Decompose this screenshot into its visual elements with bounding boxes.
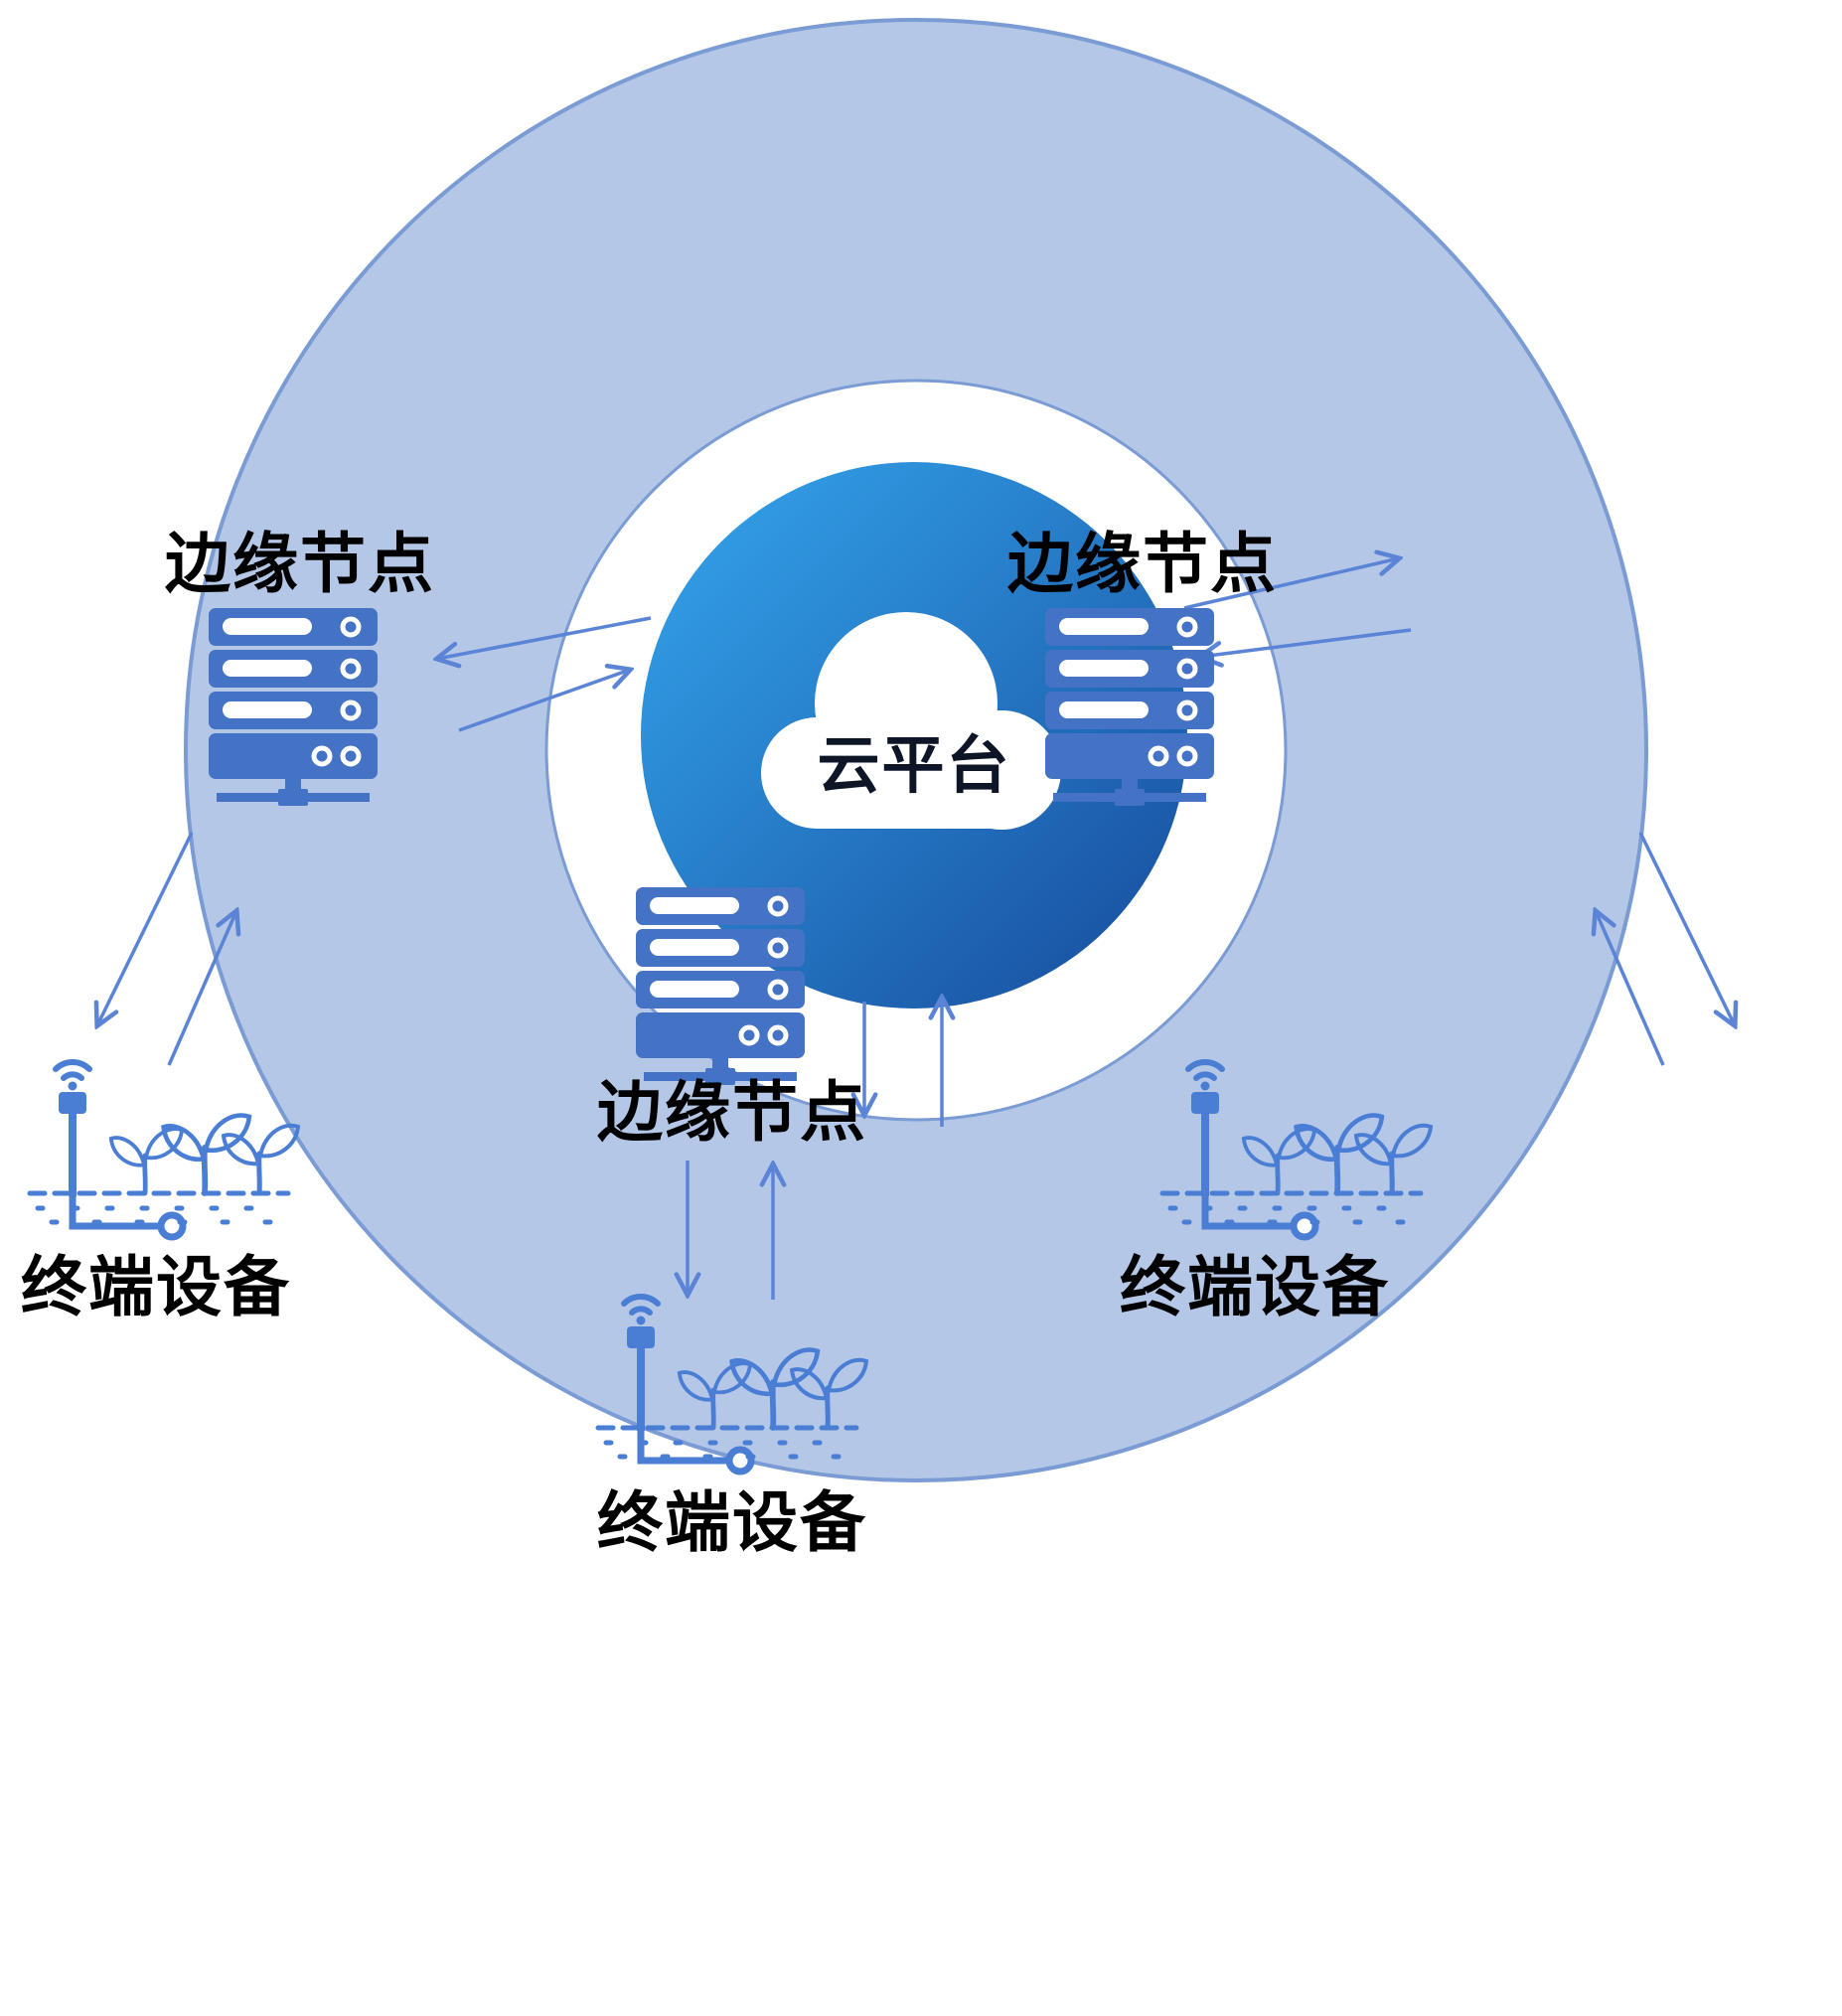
cloud-platform-label: 云平台 — [818, 728, 1011, 802]
terminal-device-label-left: 终端设备 — [21, 1248, 291, 1325]
cloud-icon — [761, 612, 1061, 830]
edge-node-label-left: 边缘节点 — [165, 525, 435, 602]
edge-node-label-bottom: 边缘节点 — [597, 1073, 867, 1151]
edge-node-server-icon-right — [1045, 608, 1214, 806]
arrow-left-terminal-to-edge — [167, 911, 236, 1066]
terminal-device-label-center: 终端设备 — [597, 1483, 867, 1561]
arrow-left-edge-to-terminal — [97, 832, 194, 1025]
edge-node-server-icon-left — [209, 608, 378, 806]
arrow-cloud-to-right-edge — [1183, 558, 1399, 610]
terminal-device-icon-left — [30, 1062, 298, 1237]
arrow-right-terminal-to-edge — [1596, 911, 1665, 1066]
edge-node-label-right: 边缘节点 — [1007, 525, 1278, 602]
cloud-platform-icon: 云平台 — [641, 462, 1187, 1008]
arrow-cloud-to-left-edge — [437, 616, 652, 659]
arrow-right-edge-to-cloud — [1200, 628, 1412, 657]
edge-node-server-icon-bottom — [636, 887, 805, 1085]
arrow-right-edge-to-terminal — [1638, 832, 1735, 1025]
terminal-device-label-right: 终端设备 — [1120, 1248, 1390, 1325]
arrow-left-edge-to-cloud — [458, 670, 630, 732]
